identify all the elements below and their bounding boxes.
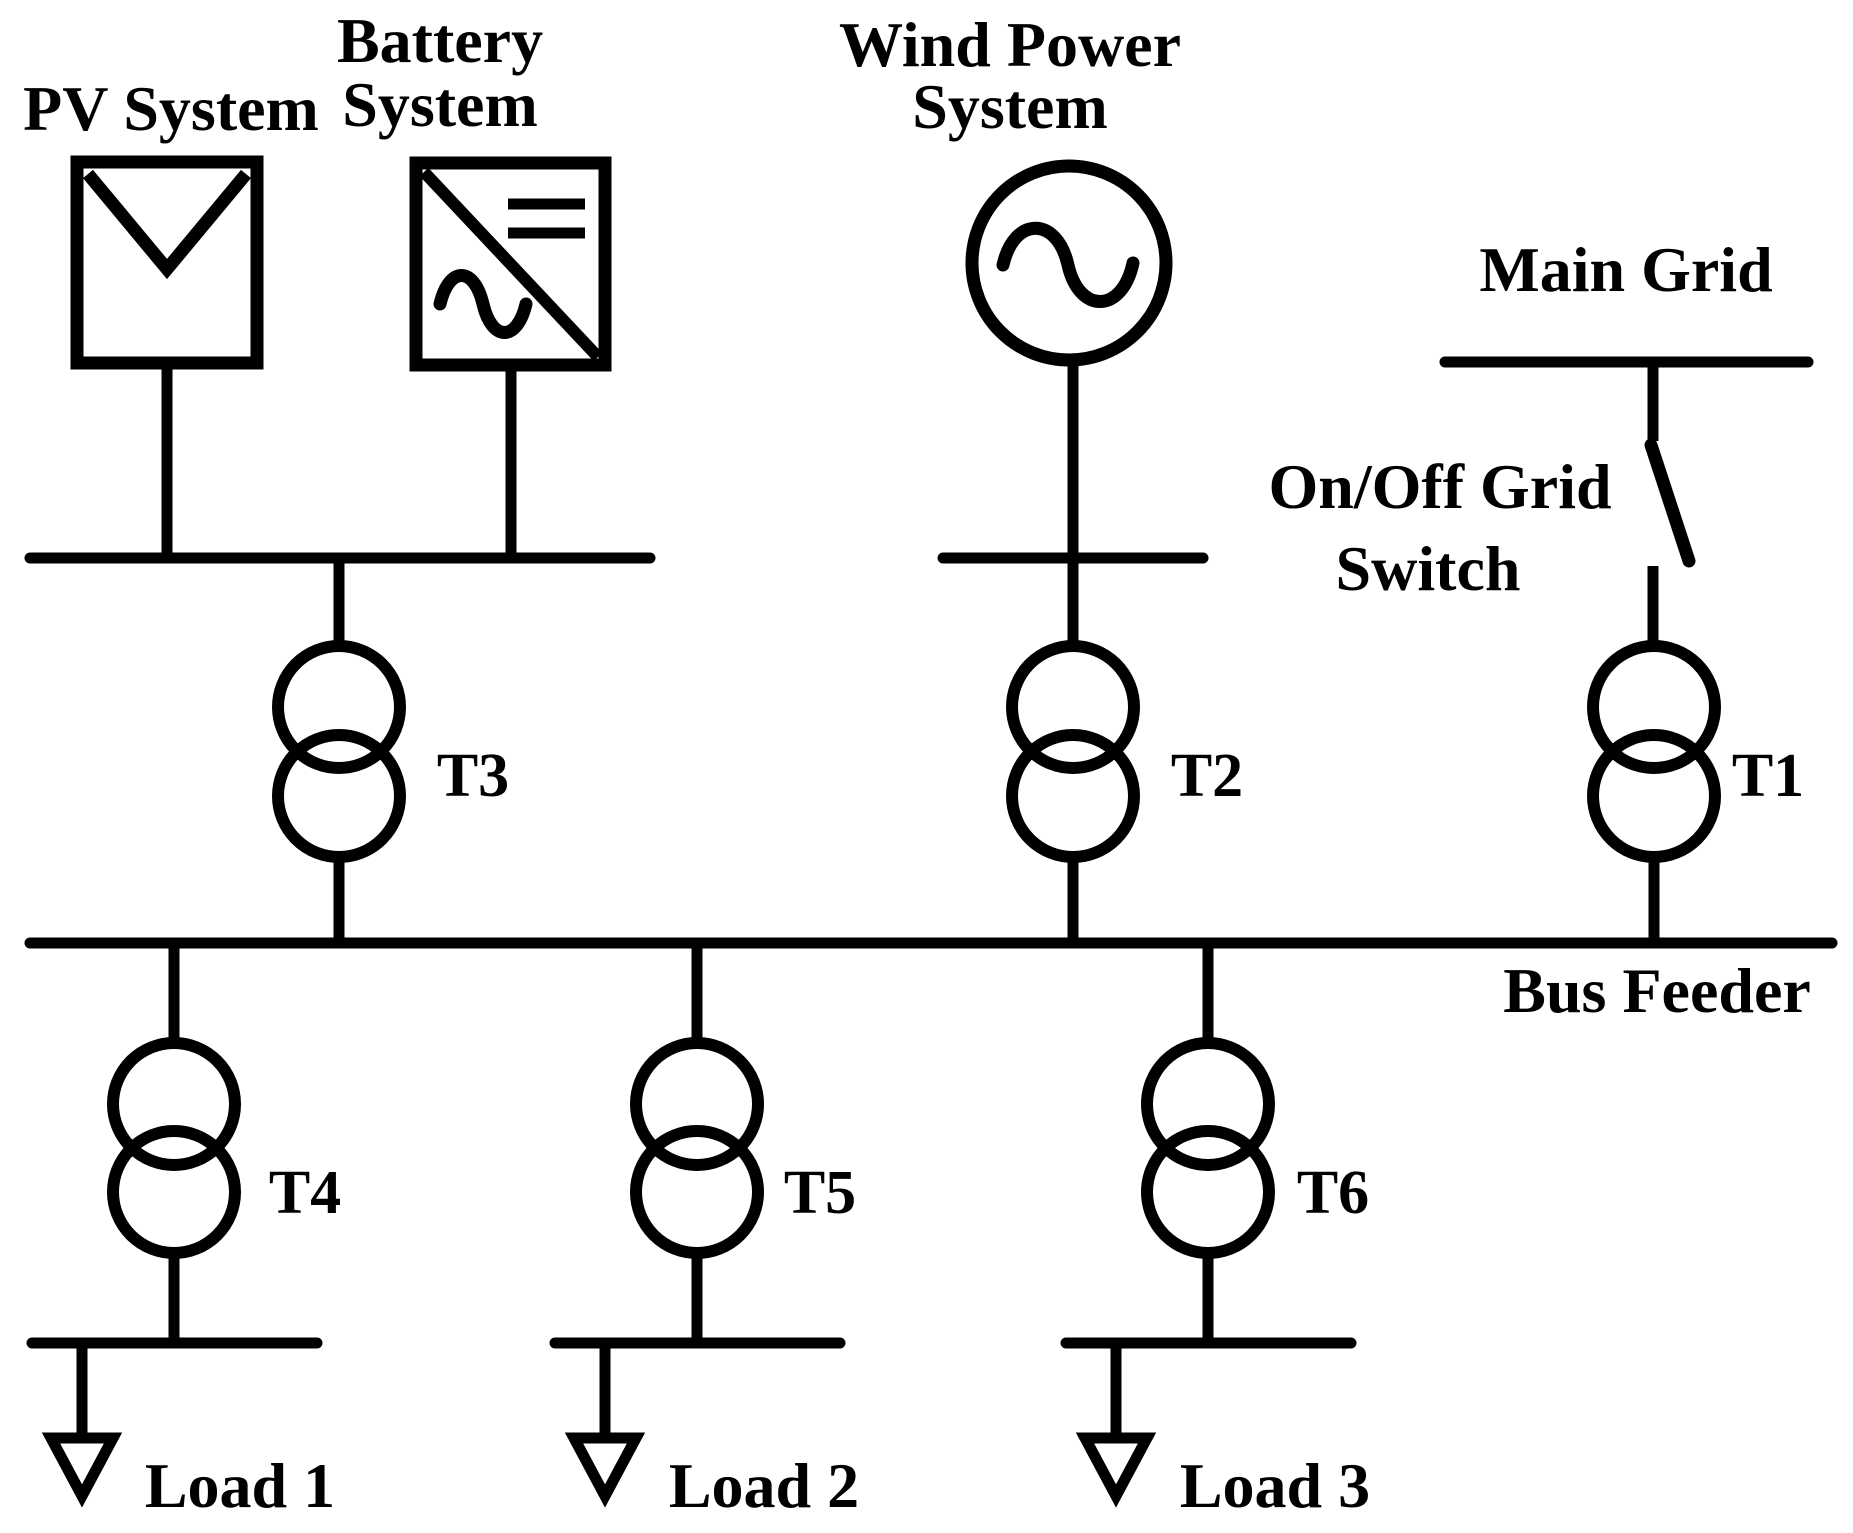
wind-power-label-line2: System (912, 71, 1108, 142)
generator-sine-icon (996, 221, 1140, 308)
bus-feeder-label: Bus Feeder (1503, 955, 1811, 1026)
load-3-arrow-icon (1075, 1432, 1157, 1508)
transformer-t3-group: T3 (272, 558, 509, 943)
transformer-t2-group: T2 (1006, 640, 1243, 943)
main-grid-group: Main Grid On/Off Grid Switch (1268, 234, 1814, 648)
t3-label: T3 (437, 742, 509, 810)
load-branch-2-group: T5 Load 2 (549, 943, 859, 1521)
t3-primary-winding (272, 640, 406, 774)
load-2-arrow-icon (564, 1432, 646, 1508)
t6-secondary-winding (1141, 1125, 1275, 1259)
t6-label: T6 (1297, 1159, 1369, 1227)
t2-primary-winding (1006, 640, 1140, 774)
t4-label: T4 (269, 1159, 341, 1227)
pv-system-group: PV System (23, 73, 319, 558)
t3-secondary-winding (272, 729, 406, 863)
load-branch-1-group: T4 Load 1 (26, 943, 341, 1521)
switch-label-line1: On/Off Grid (1268, 451, 1611, 522)
t1-label: T1 (1732, 742, 1804, 810)
battery-system-label-line2: System (342, 69, 538, 140)
wind-power-label-line1: Wind Power (839, 9, 1181, 80)
load-3-label: Load 3 (1180, 1450, 1370, 1521)
load-1-label: Load 1 (145, 1450, 335, 1521)
t2-label: T2 (1171, 742, 1243, 810)
ac-sine-icon (433, 269, 533, 339)
main-grid-label: Main Grid (1479, 234, 1772, 305)
switch-blade (1644, 438, 1696, 568)
load-branch-3-group: T6 Load 3 (1060, 943, 1370, 1521)
pv-system-label: PV System (23, 73, 319, 144)
pv-panel-chevron-icon (83, 169, 251, 280)
inverter-diagonal-line (419, 167, 603, 362)
load-2-label: Load 2 (669, 1450, 859, 1521)
t4-secondary-winding (107, 1125, 241, 1259)
t4-primary-winding (107, 1037, 241, 1171)
wind-power-system-group: Wind Power System (839, 9, 1209, 648)
t6-primary-winding (1141, 1037, 1275, 1171)
t2-secondary-winding (1006, 729, 1140, 863)
transformer-t1-group: T1 (1587, 640, 1804, 943)
switch-label-line2: Switch (1336, 533, 1521, 604)
t5-secondary-winding (630, 1125, 764, 1259)
bus-feeder-group: Bus Feeder (24, 937, 1838, 1026)
battery-system-group: Battery System (337, 5, 612, 558)
t1-primary-winding (1587, 640, 1721, 774)
battery-system-label-line1: Battery (337, 5, 543, 76)
t5-primary-winding (630, 1037, 764, 1171)
t1-secondary-winding (1587, 729, 1721, 863)
load-1-arrow-icon (41, 1432, 123, 1508)
t5-label: T5 (784, 1159, 856, 1227)
